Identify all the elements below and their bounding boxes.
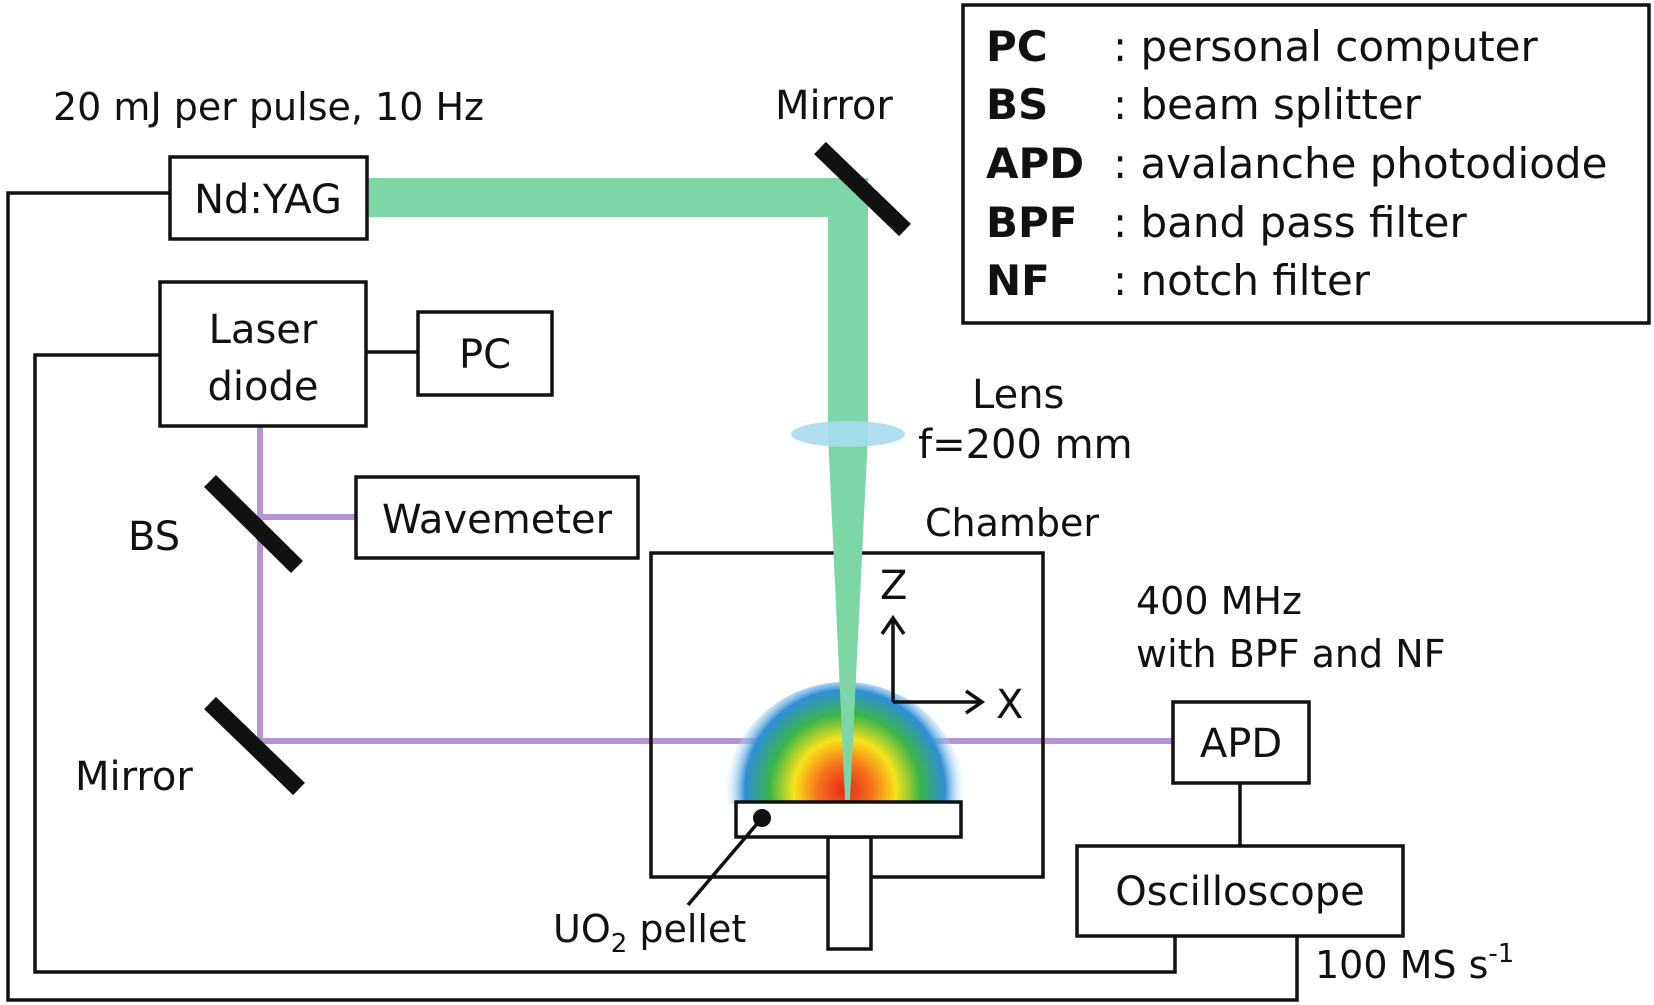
- pellet-label: UO2 pellet: [553, 907, 746, 959]
- lens-focal-label: f=200 mm: [918, 422, 1133, 468]
- laser-diode-label-line2: diode: [208, 364, 319, 410]
- wire-nd-yag-to-oscilloscope: [6, 191, 1299, 1002]
- mirror-top-label: Mirror: [775, 83, 893, 129]
- sampling-rate-label: 100 MS s-1: [1315, 939, 1514, 987]
- legend-desc: : beam splitter: [1113, 80, 1422, 129]
- pellet-pointer-line: [686, 816, 764, 907]
- laser-spec-label: 20 mJ per pulse, 10 Hz: [53, 85, 484, 129]
- sampling-rate-prefix: 100 MS s: [1315, 943, 1488, 987]
- legend-box: [961, 3, 1651, 325]
- axis-x-arrowhead: [965, 689, 986, 715]
- axis-z-arrowhead: [880, 614, 906, 635]
- pump-laser-beam: [367, 178, 868, 800]
- apd-box: [1171, 700, 1311, 785]
- pump-beam-horizontal: [367, 178, 868, 217]
- coordinate-axes: [880, 614, 986, 715]
- legend-desc: : personal computer: [1113, 22, 1539, 71]
- pump-beam-vertical: [828, 178, 868, 434]
- legend: PC : personal computer BS : beam splitte…: [986, 22, 1607, 305]
- wavemeter-box: [354, 475, 640, 560]
- axis-x-label: X: [996, 682, 1023, 728]
- nd-yag-box: [168, 155, 369, 241]
- pc-box: [416, 310, 554, 397]
- sample-stage-plate: [734, 800, 963, 839]
- probe-laser-beam: [257, 426, 1173, 744]
- legend-abbr: APD: [986, 139, 1084, 188]
- apd-label: APD: [1200, 721, 1282, 767]
- lens-label: Lens: [972, 372, 1064, 418]
- mirror-bottom: [204, 696, 305, 796]
- oscilloscope-label: Oscilloscope: [1115, 869, 1364, 915]
- pellet-label-prefix: UO: [553, 907, 611, 951]
- bs-label: BS: [128, 514, 180, 560]
- laser-diode-label-line1: Laser: [209, 307, 318, 353]
- apd-spec-line1: 400 MHz: [1136, 579, 1302, 623]
- pc-label: PC: [459, 332, 511, 378]
- legend-desc: : notch filter: [1113, 256, 1371, 305]
- legend-abbr: NF: [986, 256, 1050, 305]
- pump-beam-focused: [828, 434, 868, 800]
- sampling-rate-superscript: -1: [1488, 939, 1514, 969]
- legend-abbr: BS: [986, 80, 1048, 129]
- axis-z-label: Z: [880, 563, 907, 609]
- legend-desc: : avalanche photodiode: [1113, 139, 1607, 188]
- wire-laser-diode-to-oscilloscope: [33, 353, 1177, 974]
- mirror-top: [814, 141, 911, 237]
- pellet-label-suffix: pellet: [627, 907, 746, 951]
- legend-abbr: BPF: [986, 198, 1078, 247]
- laser-diode-box: [158, 280, 368, 428]
- legend-desc: : band pass filter: [1113, 198, 1467, 247]
- beam-splitter: [204, 474, 303, 574]
- nd-yag-label: Nd:YAG: [194, 177, 342, 223]
- pellet-label-subscript: 2: [611, 929, 628, 959]
- chamber-label: Chamber: [925, 501, 1099, 545]
- sample-stage-post: [826, 835, 873, 951]
- mirror-bottom-label: Mirror: [75, 754, 193, 800]
- lens-element: [791, 421, 905, 447]
- wavemeter-label: Wavemeter: [382, 497, 613, 543]
- apd-spec-line2: with BPF and NF: [1136, 632, 1445, 676]
- legend-abbr: PC: [986, 22, 1048, 71]
- oscilloscope-box: [1075, 844, 1405, 938]
